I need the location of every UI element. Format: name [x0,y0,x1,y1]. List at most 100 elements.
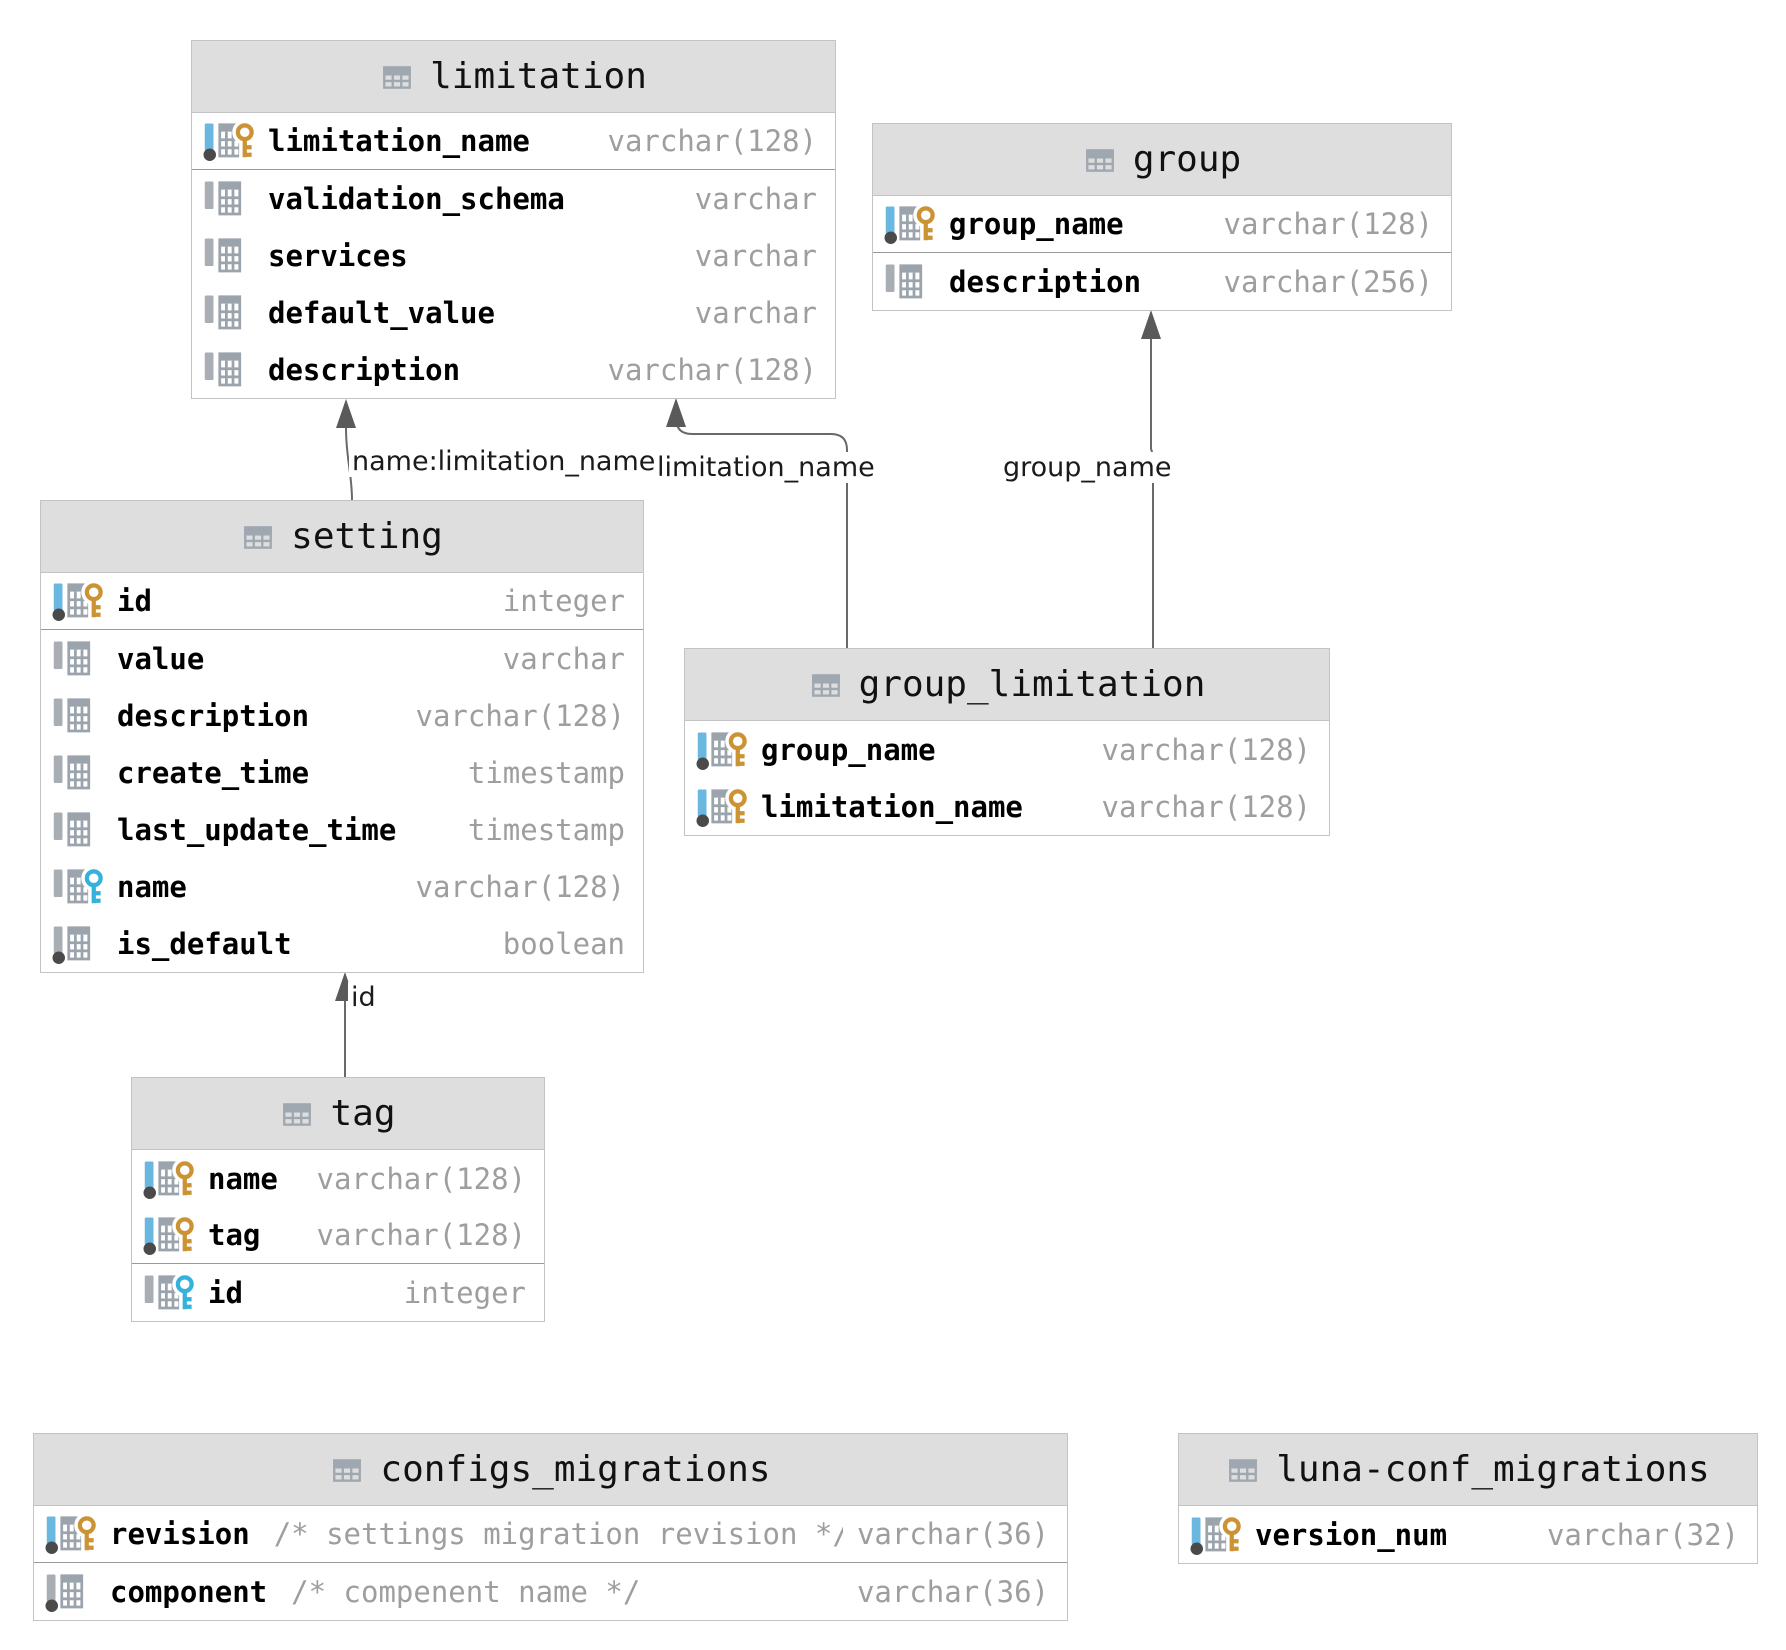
column-name: name [208,1161,278,1196]
table-icon [283,1102,312,1126]
table-header[interactable]: luna-conf_migrations [1179,1434,1757,1506]
column-type: varchar(128) [1101,732,1311,767]
column-type: timestamp [467,812,625,847]
primary-key-icon [203,121,258,161]
table-row[interactable]: name varchar(128) [132,1150,544,1207]
foreign-key-icon [144,1272,198,1313]
foreign-key-icon [53,866,107,907]
column-type: varchar(128) [607,124,817,158]
column-name: value [117,641,205,676]
table-row[interactable]: services varchar [192,227,835,284]
column-type: integer [502,584,625,618]
table-row[interactable]: limitation_name varchar(128) [685,778,1329,835]
primary-key-icon [143,1215,198,1255]
table-row[interactable]: component/* compenent name */varchar(36) [34,1563,1067,1620]
column-type: varchar(256) [1223,264,1433,299]
column-comment: /* compenent name */ [291,1574,641,1609]
column-icon [204,180,242,215]
table-header[interactable]: setting [41,501,643,573]
column-name: version_num [1255,1517,1448,1552]
table-icon [811,673,840,697]
column-name: id [208,1275,243,1310]
column-type: varchar [694,295,817,330]
table-row[interactable]: group_name varchar(128) [685,721,1329,778]
column-type: varchar(128) [1223,207,1433,241]
primary-key-icon [52,581,107,621]
table-icon [1229,1458,1258,1482]
table-row[interactable]: id integer [132,1264,544,1321]
table-row[interactable]: description varchar(128) [41,687,643,744]
column-type: varchar(128) [415,698,625,733]
column-type: varchar(128) [316,1161,526,1196]
column-name: validation_schema [268,181,565,216]
table-icon [244,525,273,549]
column-type: varchar(128) [1101,789,1311,824]
column-name: description [117,698,310,733]
column-name: name [117,869,187,904]
column-type: varchar [694,238,817,273]
column-name: default_value [268,295,495,330]
column-icon [53,697,91,732]
table-title: configs_migrations [380,1449,771,1490]
column-type: varchar(32) [1546,1517,1739,1552]
column-name: group_name [761,732,936,767]
column-name: limitation_name [761,789,1023,824]
table-row[interactable]: name varchar(128) [41,858,643,915]
table-row[interactable]: default_value varchar [192,284,835,341]
table-title: group_limitation [858,664,1206,705]
table-header[interactable]: group_limitation [685,649,1329,721]
table-icon [383,65,412,89]
primary-key-icon [143,1158,198,1199]
column-name: group_name [949,207,1124,241]
column-icon [204,351,242,386]
table-row[interactable]: id integer [41,573,643,630]
edge-label: limitation_name [654,452,878,484]
primary-key-icon [696,786,751,827]
table-title: group [1132,139,1242,180]
column-type: varchar(36) [856,1517,1049,1551]
column-type: boolean [502,926,625,961]
column-name: id [117,584,152,618]
table-row[interactable]: last_update_time timestamp [41,801,643,858]
table-row[interactable]: version_num varchar(32) [1179,1506,1757,1563]
table-title: limitation [430,56,647,97]
table-header[interactable]: group [873,124,1451,196]
column-icon [204,294,242,329]
table-header[interactable]: limitation [192,41,835,113]
column-name: revision [110,1517,250,1551]
table-row[interactable]: group_name varchar(128) [873,196,1451,253]
column-name: limitation_name [268,124,530,158]
column-name: tag [208,1218,261,1252]
table-luna-conf_migrations[interactable]: luna-conf_migrations version_num varchar(3… [1178,1433,1758,1564]
edge-label: name:limitation_name [349,446,659,478]
column-type: timestamp [467,755,625,790]
column-name: last_update_time [117,812,397,847]
table-header[interactable]: configs_migrations [34,1434,1067,1506]
table-row[interactable]: revision/* settings migration revision *… [34,1506,1067,1563]
column-type: varchar(128) [607,352,817,387]
table-configs_migrations[interactable]: configs_migrations revision/* settings mi… [33,1433,1068,1621]
edge-label: id [348,982,379,1014]
table-row[interactable]: limitation_name varchar(128) [192,113,835,170]
column-type: integer [403,1275,526,1310]
relationship-arrowhead [336,399,356,428]
column-icon [204,237,242,272]
column-name: services [268,238,408,273]
relationship-arrowhead [666,398,686,427]
column-type: varchar(128) [415,869,625,904]
table-limitation[interactable]: limitation limitation_name varchar(128) val… [191,40,836,399]
table-icon [333,1458,362,1482]
table-header[interactable]: tag [132,1078,544,1150]
